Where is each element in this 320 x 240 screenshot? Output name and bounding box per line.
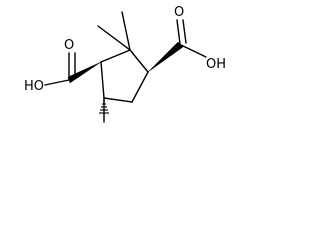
label-hydroxyl-left: HO <box>24 79 44 94</box>
structure-diagram: HO O O OH <box>24 5 226 123</box>
wedge-bond-left-carboxyl <box>67 61 102 84</box>
bond-left-c-oh <box>44 79 70 86</box>
bond-right-c-oh <box>180 44 207 58</box>
wedge-bond-right-carboxyl <box>147 41 184 73</box>
ring-bond-c1-c2 <box>100 49 131 63</box>
bond-right-c-o-double-2 <box>182 19 187 44</box>
ring-bond-c4-c5 <box>103 97 133 103</box>
ring-bond-c3-c4 <box>131 71 149 103</box>
label-carbonyl-oxygen-left: O <box>64 38 74 53</box>
label-carbonyl-oxygen-right: O <box>174 5 184 20</box>
methyl-bond-c2-left <box>97 25 131 51</box>
label-hydroxyl-right: OH <box>206 57 226 72</box>
bond-right-c-o-double-1 <box>176 19 181 45</box>
ring-bond-c5-c1 <box>100 61 105 99</box>
ring-bond-c2-c3 <box>129 49 149 73</box>
methyl-bond-c2-right <box>121 11 131 51</box>
